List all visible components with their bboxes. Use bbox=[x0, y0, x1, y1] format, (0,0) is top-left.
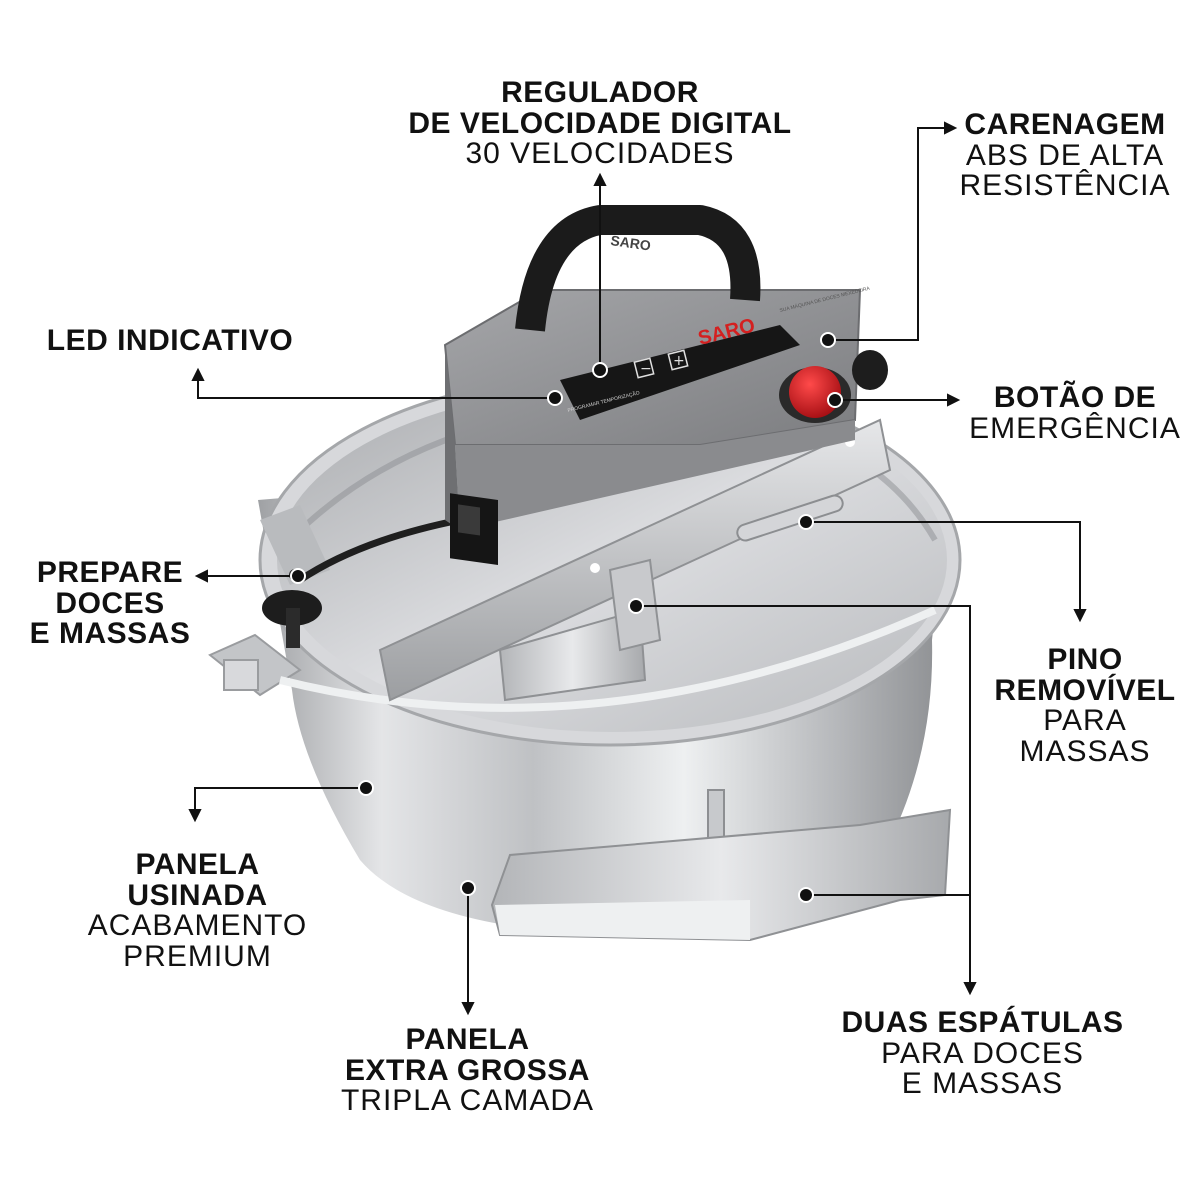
callout-botao: BOTÃO DE EMERGÊNCIA bbox=[965, 381, 1185, 445]
removable-pin bbox=[736, 494, 844, 542]
espatulas-sub-1: PARA DOCES bbox=[881, 1036, 1084, 1070]
panela-usinada-sub-1: ACABAMENTO bbox=[87, 909, 308, 943]
pino-sub-1: PARA bbox=[1043, 704, 1127, 738]
panela-extra-title-1: PANELA bbox=[405, 1023, 530, 1056]
callout-lines bbox=[188, 121, 1087, 1016]
pino-title-1: PINO bbox=[1047, 643, 1123, 676]
minus-key bbox=[633, 357, 655, 379]
pino-sub-2: MASSAS bbox=[1019, 734, 1151, 768]
botao-subtitle: EMERGÊNCIA bbox=[969, 411, 1181, 445]
pot-rim-front bbox=[279, 606, 937, 712]
emergency-button-shape bbox=[789, 366, 841, 418]
minus-icon: − bbox=[640, 361, 652, 377]
panela-usinada-title-1: PANELA bbox=[135, 848, 260, 881]
panela-extra-title-2: EXTRA GROSSA bbox=[345, 1053, 590, 1087]
regulador-title-1: REGULADOR bbox=[501, 76, 699, 109]
prepare-line-1: PREPARE bbox=[36, 556, 184, 589]
callout-carenagem: CARENAGEM ABS DE ALTA RESISTÊNCIA bbox=[955, 108, 1175, 203]
side-knob bbox=[262, 516, 461, 648]
regulador-title-2: DE VELOCIDADE DIGITAL bbox=[408, 106, 792, 140]
callout-panela-extra: PANELA EXTRA GROSSA TRIPLA CAMADA bbox=[330, 1023, 605, 1118]
espatulas-title: DUAS ESPÁTULAS bbox=[841, 1006, 1124, 1039]
regulador-subtitle: 30 VELOCIDADES bbox=[465, 137, 735, 171]
prepare-line-3: E MASSAS bbox=[29, 617, 191, 651]
callout-prepare: PREPARE DOCES E MASSAS bbox=[20, 556, 200, 651]
carenagem-title: CARENAGEM bbox=[964, 108, 1166, 141]
callout-espatulas: DUAS ESPÁTULAS PARA DOCES E MASSAS bbox=[830, 1006, 1135, 1101]
plus-icon: + bbox=[673, 353, 685, 369]
control-panel bbox=[560, 325, 800, 420]
motor-unit bbox=[443, 205, 888, 565]
callout-regulador: REGULADOR DE VELOCIDADE DIGITAL 30 VELOC… bbox=[390, 76, 810, 171]
front-spatula bbox=[490, 789, 952, 942]
panela-usinada-title-2: USINADA bbox=[127, 878, 268, 912]
callout-panela-usinada: PANELA USINADA ACABAMENTO PREMIUM bbox=[75, 848, 320, 973]
cross-bar bbox=[260, 418, 892, 702]
carenagem-sub-1: ABS DE ALTA bbox=[965, 138, 1165, 172]
callout-led: LED INDICATIVO bbox=[30, 324, 310, 357]
panela-usinada-sub-2: PREMIUM bbox=[123, 939, 272, 973]
plus-key bbox=[667, 349, 689, 371]
carenagem-sub-2: RESISTÊNCIA bbox=[959, 169, 1171, 203]
pino-title-2: REMOVÍVEL bbox=[994, 673, 1176, 707]
botao-title: BOTÃO DE bbox=[993, 381, 1157, 414]
panela-extra-subtitle: TRIPLA CAMADA bbox=[340, 1084, 595, 1118]
espatulas-sub-2: E MASSAS bbox=[901, 1067, 1064, 1101]
callout-pino: PINO REMOVÍVEL PARA MASSAS bbox=[985, 643, 1185, 768]
prepare-line-2: DOCES bbox=[55, 586, 165, 620]
handle-emboss: SARO bbox=[610, 232, 652, 253]
led-title: LED INDICATIVO bbox=[46, 324, 294, 357]
inner-spatula bbox=[498, 558, 662, 702]
pot-handle-tab bbox=[223, 659, 259, 691]
